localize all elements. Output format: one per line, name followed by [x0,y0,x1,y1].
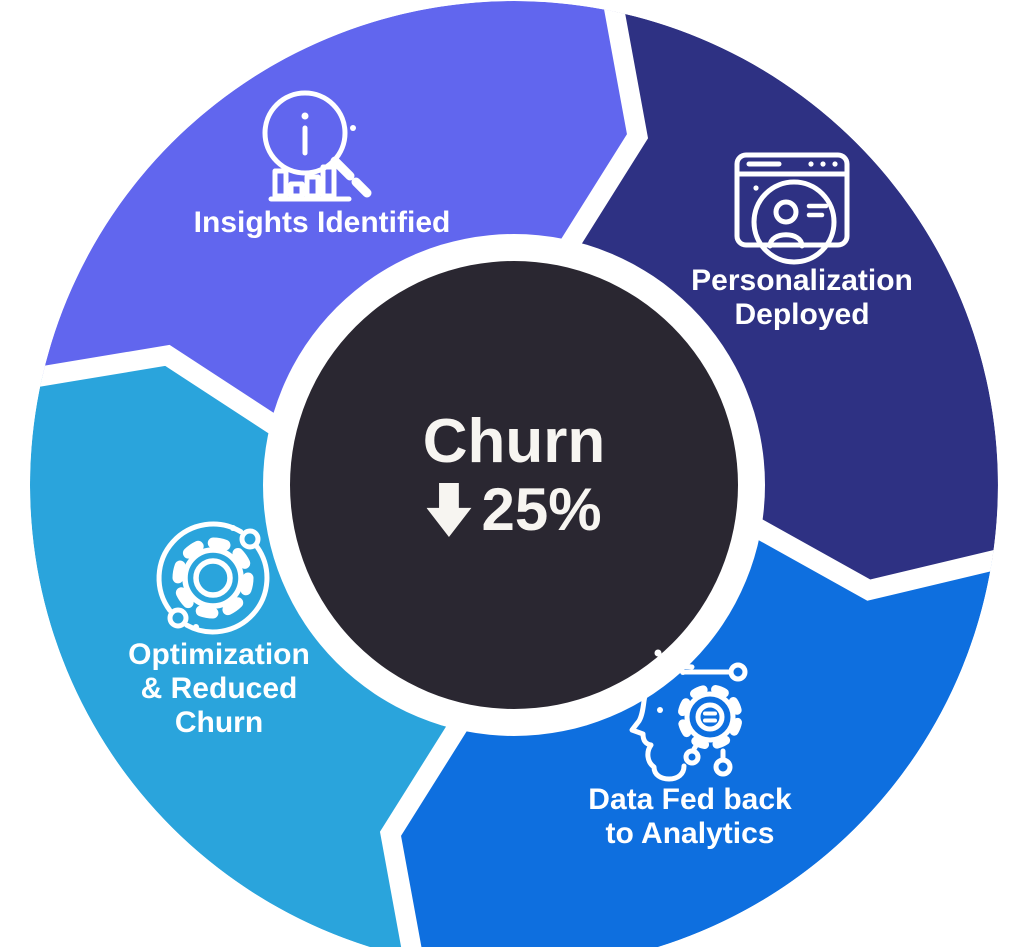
gap-band [732,508,998,601]
gap-band [379,701,479,947]
metric-value: 25% [481,476,602,543]
metric-row: 25% [423,480,606,540]
center-heading: Churn [422,407,606,476]
gap-band [549,1,649,269]
gap-band [30,344,299,446]
segment-label-insights: Insights Identified [193,206,451,239]
segment-label-optimization: Optimization & Reduced Churn [128,638,310,739]
segment-data-fed-back [390,524,992,947]
segment-insights [42,1,638,429]
center-circle [290,261,738,709]
down-arrow-icon [426,483,472,537]
gear-orbit-icon [156,521,270,635]
head-gear-circuit-icon [629,649,748,782]
browser-user-profile-icon [734,152,850,265]
magnifier-bar-chart-icon [262,90,372,202]
segment-personalization [566,11,998,591]
center-metric: Churn 25% [423,410,606,540]
segment-label-personalization: Personalization Deployed [691,264,913,331]
cycle-segments [30,1,998,947]
segment-optimization [30,355,462,947]
segment-label-data-fed-back: Data Fed back to Analytics [588,783,792,850]
